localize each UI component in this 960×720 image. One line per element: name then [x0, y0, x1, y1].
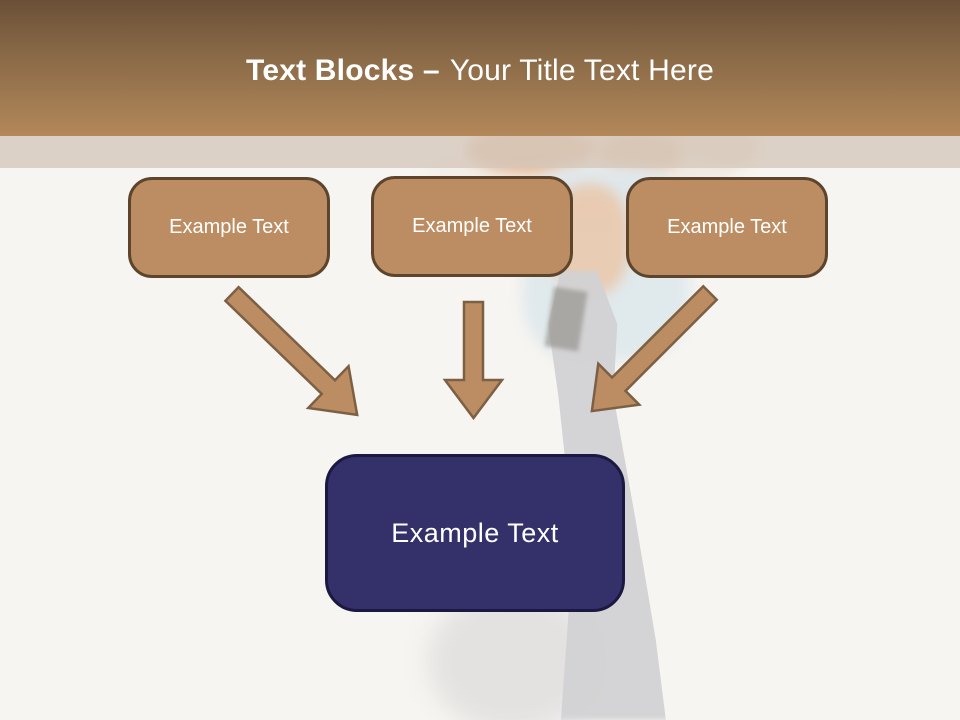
text-block-3: Example Text [626, 177, 828, 278]
text-block-3-label: Example Text [667, 216, 787, 238]
arrow-down-icon [442, 300, 505, 421]
arrow-down-left-icon [590, 284, 719, 413]
title-light-segment: Your Title Text Here [449, 54, 714, 87]
text-block-1-label: Example Text [169, 216, 289, 238]
text-block-2-label: Example Text [412, 215, 532, 237]
text-block-1: Example Text [128, 177, 330, 278]
result-block-label: Example Text [391, 517, 559, 548]
header-underline-band [0, 136, 960, 168]
result-block: Example Text [325, 454, 625, 612]
arrow-down-right-icon [223, 285, 359, 417]
slide-title: Text Blocks – Your Title Text Here [0, 54, 960, 88]
slide-header: Text Blocks – Your Title Text Here [0, 0, 960, 136]
text-block-2: Example Text [371, 176, 573, 277]
title-bold-segment: Text Blocks – [246, 54, 440, 87]
